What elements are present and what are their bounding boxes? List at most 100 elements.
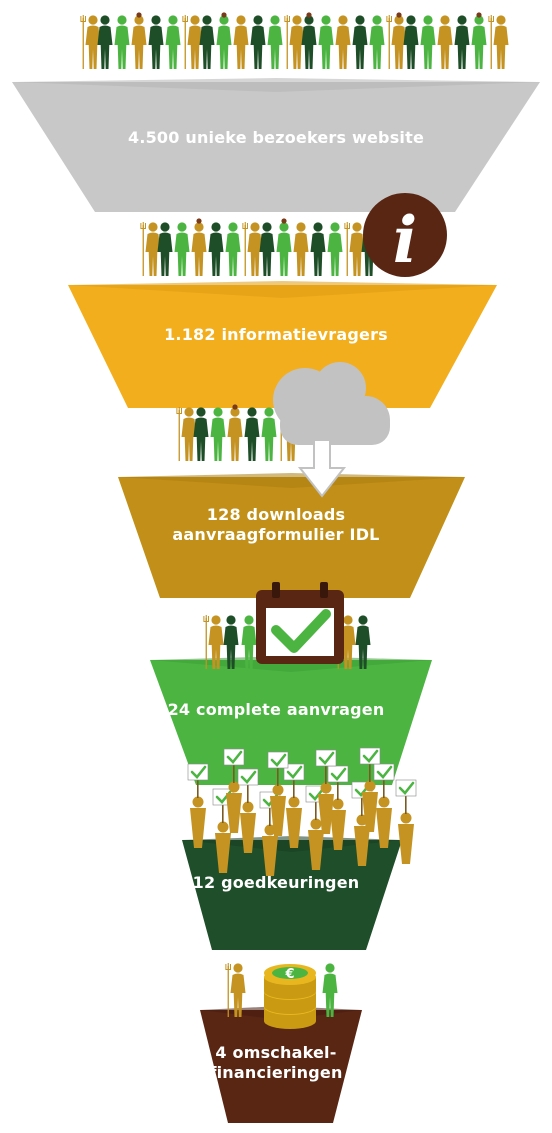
- hair-icon: [232, 404, 238, 410]
- person-icon: [250, 15, 266, 69]
- farmer-icon: [176, 407, 197, 461]
- funnel-stage-5: [182, 836, 402, 950]
- farmer-icon: [386, 15, 407, 69]
- funnel-band: [68, 285, 497, 408]
- person-icon: [131, 15, 147, 69]
- farmer-icon: [344, 222, 365, 276]
- stage-label-6: 4 omschakel-financieringen: [0, 1043, 552, 1083]
- funnel-band: [182, 840, 402, 950]
- person-icon: [216, 15, 232, 69]
- person-icon: [261, 407, 277, 461]
- farmer-icon: [80, 15, 101, 69]
- person-icon: [233, 15, 249, 69]
- funnel-band-top: [118, 473, 465, 488]
- person-icon: [454, 15, 470, 69]
- calendar-check-icon: [256, 582, 344, 664]
- svg-text:i: i: [393, 203, 417, 278]
- stage-label-1: 4.500 unieke bezoekers website: [0, 128, 552, 148]
- sign-person: [223, 748, 245, 833]
- person-icon: [293, 222, 309, 276]
- person-icon: [191, 222, 207, 276]
- person-icon: [437, 15, 453, 69]
- sign-person: [373, 763, 395, 848]
- person-icon: [208, 222, 224, 276]
- farmer-icon: [488, 15, 509, 69]
- funnel-band-top: [68, 281, 497, 298]
- sign-person: [395, 779, 417, 864]
- person-icon: [471, 15, 487, 69]
- person-icon: [199, 15, 215, 69]
- sign-person: [267, 751, 289, 836]
- stage-label-line: 128 downloads: [206, 505, 346, 524]
- farmer-icon: [242, 222, 263, 276]
- checkmark-icon: [226, 750, 243, 764]
- crowd-signs: [187, 747, 417, 876]
- person-icon: [97, 15, 113, 69]
- euro-symbol: €: [284, 967, 294, 982]
- info-icon: i: [363, 193, 447, 278]
- person-icon: [157, 222, 173, 276]
- sign-person: [327, 765, 349, 850]
- checkmark-icon: [270, 753, 287, 767]
- person-icon: [210, 407, 226, 461]
- stage-label-5: 12 goedkeuringen: [0, 873, 552, 893]
- crowd-row-3: [176, 404, 299, 461]
- person-icon: [165, 15, 181, 69]
- stage-label-line: 1.182 informatievragers: [164, 325, 388, 344]
- person-icon: [301, 15, 317, 69]
- checkmark-icon: [308, 787, 325, 801]
- person-icon: [244, 407, 260, 461]
- funnel-stage-2: [68, 281, 497, 408]
- hair-icon: [306, 12, 312, 18]
- checkmark-icon: [362, 749, 379, 763]
- stage-label-line: 4 omschakel-: [215, 1043, 337, 1062]
- euro-coins-icon: €: [264, 964, 316, 1029]
- stage-label-line: 4.500 unieke bezoekers website: [127, 128, 425, 147]
- person-icon: [225, 222, 241, 276]
- download-arrow-icon: [297, 439, 347, 498]
- person-icon: [114, 15, 130, 69]
- funnel-stage-3: [118, 473, 465, 598]
- checkmark-icon: [318, 751, 335, 765]
- sign-person: [315, 749, 337, 834]
- funnel-band: [12, 82, 540, 212]
- person-icon: [352, 15, 368, 69]
- person-icon: [148, 15, 164, 69]
- farmer-icon: [140, 222, 161, 276]
- hair-icon: [196, 218, 202, 224]
- person-icon: [420, 15, 436, 69]
- sign-person: [187, 763, 209, 848]
- checkmark-icon: [271, 609, 331, 653]
- stage-label-line: 24 complete aanvragen: [167, 700, 385, 719]
- checkmark-icon: [398, 781, 415, 795]
- person-icon: [327, 222, 343, 276]
- sign-person: [283, 763, 305, 848]
- funnel-band: [200, 1010, 362, 1123]
- farmer-icon: [182, 15, 203, 69]
- stage-label-line: aanvraagformulier IDL: [172, 525, 380, 544]
- stage-label-line: 12 goedkeuringen: [192, 873, 360, 892]
- person-icon: [318, 15, 334, 69]
- person-icon: [259, 222, 275, 276]
- funnel-band: [118, 477, 465, 598]
- cloud-download-icon: [273, 362, 390, 498]
- sign-person: [237, 768, 259, 853]
- checkmark-icon: [376, 765, 393, 779]
- person-icon: [174, 222, 190, 276]
- person-icon: [227, 407, 243, 461]
- person-icon: [403, 15, 419, 69]
- hair-icon: [476, 12, 482, 18]
- person-icon: [193, 407, 209, 461]
- person-icon: [276, 222, 292, 276]
- stage-label-2: 1.182 informatievragers: [0, 325, 552, 345]
- checkmark-icon: [190, 765, 207, 779]
- funnel-band-top: [12, 78, 540, 92]
- hair-icon: [281, 218, 287, 224]
- funnel-stage-1: [12, 78, 540, 212]
- person-icon: [267, 15, 283, 69]
- crowd-row-2: [140, 218, 377, 276]
- stage-label-4: 24 complete aanvragen: [0, 700, 552, 720]
- hair-icon: [221, 12, 227, 18]
